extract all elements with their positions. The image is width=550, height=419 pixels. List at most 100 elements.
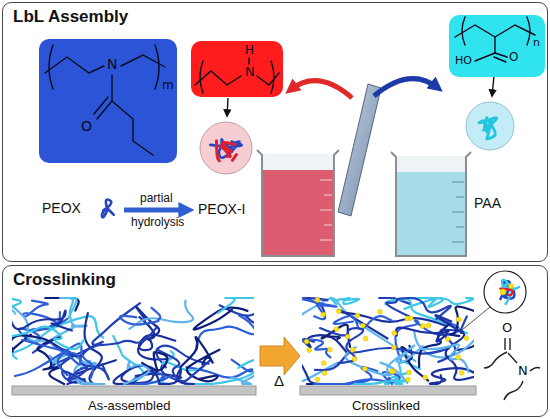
panel-title: LbL Assembly — [13, 8, 128, 27]
beaker-blue — [396, 156, 466, 256]
polymer-name: PAA — [474, 196, 501, 211]
state-label: As-assembled — [88, 399, 170, 413]
crosslink-dot — [321, 361, 326, 366]
structure-box: NOm — [39, 39, 177, 163]
polymer-strand — [142, 352, 167, 371]
crosslink-dot — [350, 348, 355, 353]
substrate-bars — [300, 386, 476, 395]
bond-line — [257, 73, 279, 85]
panel-title: Crosslinking — [13, 271, 116, 290]
inset-zoom — [462, 271, 526, 330]
beaker-red — [257, 150, 339, 256]
substrate-slide — [290, 81, 352, 98]
beaker-blue — [452, 182, 464, 242]
crosslink-dot — [328, 347, 333, 352]
crosslink-dot — [315, 298, 320, 303]
atom-label: N — [245, 65, 255, 79]
polymer-strand — [218, 298, 254, 313]
crosslink-dot — [509, 284, 514, 289]
bond-lines — [191, 41, 283, 97]
beaker-red — [262, 154, 334, 256]
crosslink-dot — [456, 355, 461, 360]
polymer-strand — [302, 363, 337, 381]
crosslink-dot — [304, 339, 309, 344]
polymer-strand — [354, 380, 407, 384]
crosslink-dot — [363, 366, 368, 371]
inset-zoom — [462, 307, 490, 330]
atom-label: N — [107, 57, 117, 72]
substrate-bars — [12, 386, 476, 395]
arrow-note: partial — [140, 192, 173, 205]
crosslink-dot — [307, 348, 312, 353]
structure-box: HO On — [449, 15, 545, 77]
beaker-red — [257, 150, 339, 256]
panel: LbL AssemblyNOmHNHOOn — [2, 2, 548, 262]
beaker-blue — [396, 172, 466, 256]
polymer-strand — [80, 342, 109, 380]
crosslink-dot — [355, 313, 360, 318]
polymer-strand — [500, 289, 513, 296]
bond-lines — [449, 15, 545, 77]
structure-box: HN — [191, 41, 283, 97]
substrate-slide — [338, 84, 381, 216]
atom-label: O — [81, 119, 92, 134]
bond-line — [494, 57, 506, 62]
zoom-circles — [492, 76, 494, 96]
polymer-strand — [102, 200, 114, 218]
state-label: Crosslinked — [352, 399, 420, 413]
polymer-strand — [421, 344, 469, 371]
hydrolysis-arrow — [124, 210, 188, 211]
arrow-note: hydrolysis — [131, 216, 184, 229]
polymer-strand — [396, 328, 448, 342]
polymer-strand — [12, 327, 84, 349]
atom-label: n — [533, 37, 540, 49]
substrate-slide — [374, 79, 438, 96]
bond-line — [455, 25, 535, 37]
crosslink-dot — [500, 289, 506, 295]
crosslink-dot — [445, 337, 450, 342]
polymer-strand — [12, 311, 72, 331]
polymer-strand — [338, 310, 445, 339]
polymer-strand — [386, 298, 451, 319]
inset-zoom — [484, 271, 526, 313]
polymer-name: PEOX-I — [198, 202, 245, 217]
polymer-strand — [302, 361, 350, 384]
crosslink-dot — [392, 331, 397, 336]
bond-line — [494, 37, 495, 53]
atom-label: O — [509, 51, 518, 64]
polymer-strand — [124, 361, 149, 384]
zoom-circles — [466, 102, 514, 150]
bond-line — [475, 53, 495, 61]
bond-line — [248, 58, 249, 64]
substrate-slide — [290, 79, 438, 216]
crosslink-dot — [321, 312, 326, 317]
polymer-strand — [62, 368, 87, 381]
polymer-strand — [315, 348, 449, 370]
polymer-strand — [302, 340, 330, 358]
crosslink-dot — [420, 324, 425, 329]
polymer-strand — [302, 298, 337, 319]
substrate-bars — [12, 386, 256, 395]
beaker-blue — [391, 152, 471, 256]
beaker-blue — [391, 152, 471, 256]
beaker-red — [320, 180, 332, 240]
crosslink-dot — [322, 371, 327, 376]
polymer-strand — [66, 298, 77, 317]
panel: Crosslinking — [2, 265, 548, 417]
polymer-strand — [345, 347, 407, 383]
polymer-strand — [217, 141, 220, 161]
crosslink-dot — [464, 336, 469, 341]
atom-label: HO — [455, 55, 472, 67]
polymer-strand — [331, 298, 359, 304]
bond-line — [195, 71, 241, 85]
polymer-strand — [479, 118, 497, 139]
crosslink-dot — [456, 317, 461, 322]
amide-structure — [508, 353, 517, 363]
amide-structure — [504, 381, 523, 400]
polymer-strand — [232, 155, 236, 161]
zoom-circles — [200, 122, 252, 174]
zoom-circles — [227, 98, 228, 116]
heat-arrow — [260, 337, 300, 375]
bond-line — [121, 55, 165, 67]
